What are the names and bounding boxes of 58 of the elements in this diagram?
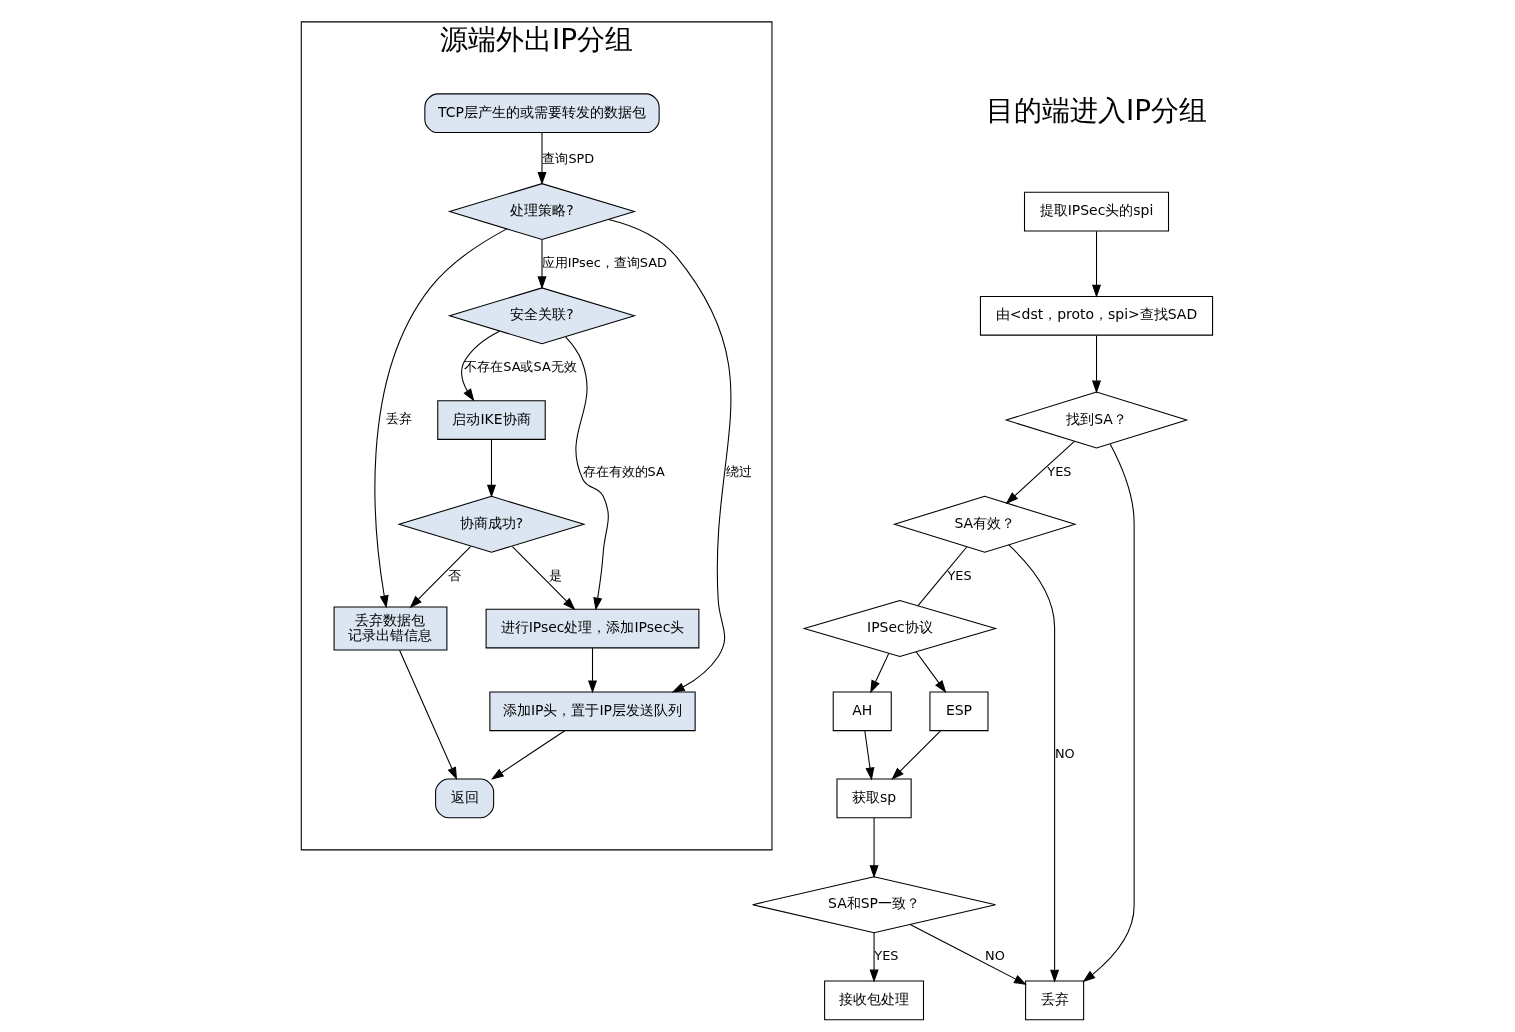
node-box: 添加IP头，置于IP层发送队列	[488, 690, 696, 731]
node-box: AH	[832, 690, 892, 731]
node-diamond: 协商成功?	[396, 495, 586, 553]
node-diamond: IPSec协议	[801, 599, 997, 657]
arrow	[1007, 543, 1059, 983]
edge-label: 应用IPsec，查询SAD	[541, 254, 667, 270]
arrow	[1091, 334, 1101, 394]
node-box: 接收包处理	[823, 979, 924, 1020]
arrow	[909, 923, 1027, 985]
arrow	[869, 817, 879, 878]
arrow	[490, 729, 565, 780]
arrow	[1091, 230, 1101, 298]
edge-label: 否	[447, 567, 461, 583]
arrow	[869, 931, 879, 982]
edge-label: 不存在SA或SA无效	[463, 358, 577, 374]
edge-label: NO	[1054, 745, 1075, 761]
arrow	[1081, 443, 1135, 982]
arrow	[460, 330, 500, 402]
label: 目的端进入IP分组	[985, 93, 1207, 127]
node-diamond: SA有效？	[892, 495, 1077, 553]
node-box: 启动IKE协商	[436, 399, 546, 440]
arrow	[915, 651, 946, 693]
edge-label: 丢弃	[385, 410, 412, 426]
node-diamond: 处理策略?	[447, 182, 636, 240]
arrow	[537, 238, 546, 289]
connector	[916, 546, 967, 606]
arrow	[587, 646, 597, 693]
edge-label: 绕过	[725, 463, 752, 478]
node-box: 丢弃	[1024, 979, 1084, 1020]
node-diamond: 安全关联?	[447, 286, 636, 344]
arrow	[607, 218, 731, 693]
arrow	[398, 649, 457, 780]
node-box: 丢弃数据包 记录出错信息	[333, 606, 447, 651]
arrow	[537, 131, 546, 185]
node-diamond: SA和SP一致？	[751, 875, 996, 933]
arrow	[1005, 440, 1075, 504]
arrow	[511, 545, 575, 610]
node-box: 返回	[434, 777, 494, 818]
arrow	[869, 652, 889, 693]
arrow	[409, 545, 471, 608]
edge-label: 是	[548, 567, 562, 583]
node-box: 由<dst，proto，spi>查找SAD	[979, 295, 1213, 336]
arrow	[863, 729, 874, 780]
node-box: ESP	[928, 690, 988, 731]
edge-label: NO	[984, 947, 1005, 963]
edge-label: YES	[946, 567, 972, 583]
node-box: TCP层产生的或需要转发的数据包	[423, 92, 660, 133]
arrow	[486, 438, 496, 498]
node-box: 获取sp	[835, 777, 912, 818]
edge-label: 存在有效的SA	[582, 463, 665, 478]
node-box: 提取IPSec头的spi	[1023, 191, 1169, 231]
edge-label: YES	[1046, 463, 1072, 478]
node-diamond: 找到SA？	[1003, 391, 1189, 449]
arrow	[564, 336, 609, 611]
node-box: 进行IPsec处理，添加IPsec头	[485, 608, 699, 648]
arrow	[373, 228, 507, 608]
edge-label: 查询SPD	[541, 150, 594, 166]
arrow	[890, 729, 941, 780]
